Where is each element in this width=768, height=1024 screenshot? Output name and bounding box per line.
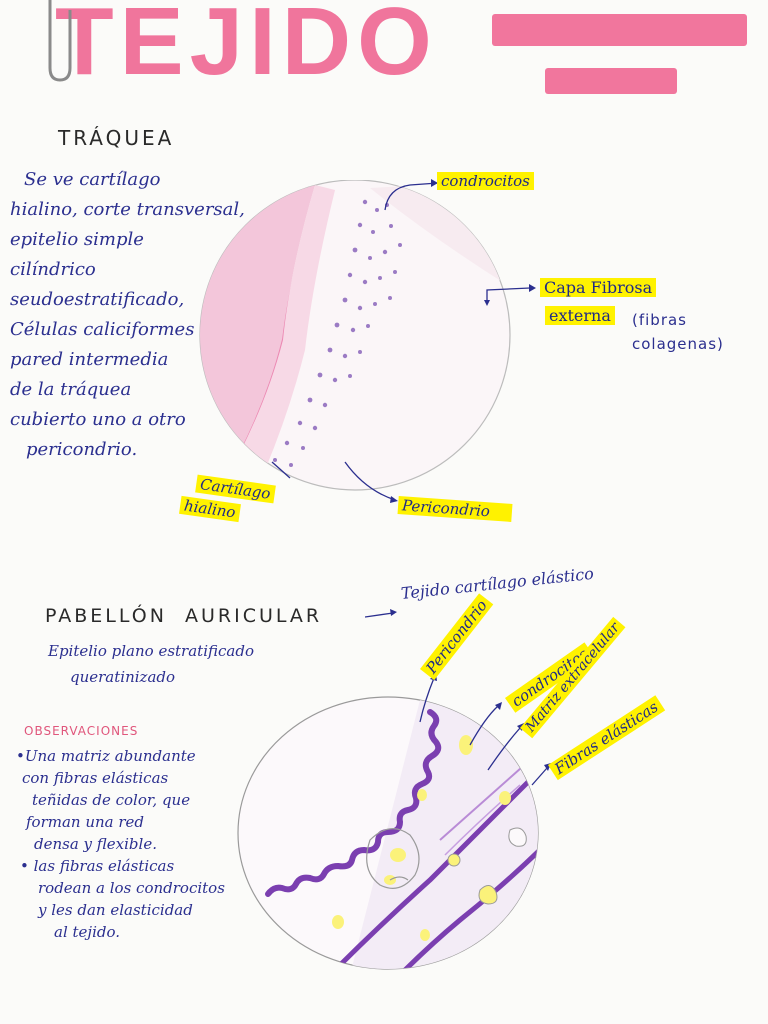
paperclip-icon xyxy=(48,0,72,82)
title-underline-top xyxy=(492,14,747,46)
elastic-fiber-wavy xyxy=(265,709,442,897)
observaciones-heading: OBSERVACIONES xyxy=(24,724,139,738)
obs-line: densa y flexible. xyxy=(34,835,157,853)
label-fibras-colagenas: (fibras colagenas) xyxy=(632,311,724,353)
epitelio-line: queratinizado xyxy=(70,668,176,686)
page-title: TEJIDO xyxy=(55,0,438,95)
description-line: epitelio simple xyxy=(10,229,144,250)
obs-line: teñidas de color, que xyxy=(32,791,191,809)
description-line: hialino, corte transversal, xyxy=(10,199,245,220)
description-line: de la tráquea xyxy=(10,379,132,400)
pabellon-heading: PABELLÓN AURICULAR xyxy=(45,605,323,627)
obs-line: y les dan elasticidad xyxy=(38,901,193,919)
description-line: cilíndrico xyxy=(10,259,96,280)
description-line: cubierto uno a otro xyxy=(10,409,186,430)
label-capa-fibrosa: Capa Fibrosa xyxy=(540,278,657,297)
observaciones-text: •Una matriz abundante con fibras elástic… xyxy=(16,745,246,943)
pabellon-diagram xyxy=(237,696,539,970)
traquea-description: Se ve cartílago hialino, corte transvers… xyxy=(10,165,270,465)
obs-line: rodean a los condrocitos xyxy=(38,879,225,897)
epitelio-description: Epitelio plano estratificado queratiniza… xyxy=(48,638,254,690)
description-line: pared intermedia xyxy=(10,349,169,370)
description-line: seudoestratificado, xyxy=(10,289,185,310)
traquea-diagram xyxy=(199,180,511,491)
title-underline-bottom xyxy=(545,68,677,94)
obs-line: forman una red xyxy=(26,813,145,831)
description-line: Se ve cartílago xyxy=(24,169,161,190)
traquea-heading: TRÁQUEA xyxy=(58,126,175,150)
arrow-right-icon xyxy=(365,609,397,618)
lacuna-shape xyxy=(366,828,420,889)
obs-line: con fibras elásticas xyxy=(22,769,169,787)
obs-line: •Una matriz abundante xyxy=(16,747,196,765)
obs-line: • las fibras elásticas xyxy=(20,857,175,875)
description-line: Células caliciformes xyxy=(10,319,195,340)
label-condrocitos: condrocitos xyxy=(437,172,534,190)
obs-line: al tejido. xyxy=(54,923,120,941)
epitelio-line: Epitelio plano estratificado xyxy=(48,642,254,660)
label-externa: externa xyxy=(545,306,615,325)
description-line: pericondrio. xyxy=(26,439,138,460)
